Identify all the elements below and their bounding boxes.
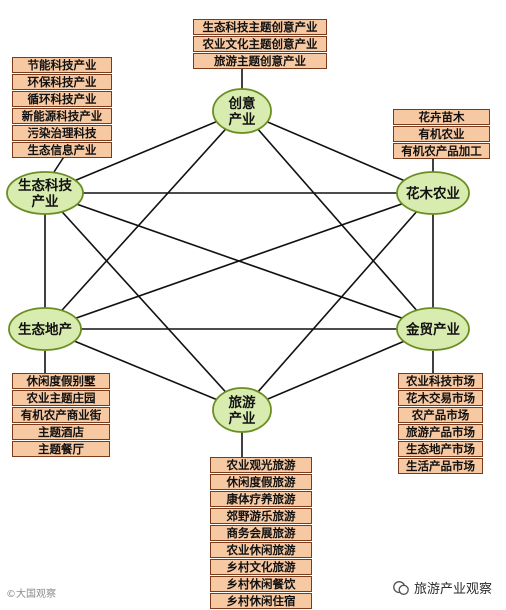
star-edge (241, 192, 434, 411)
list-item: 商务会展旅游 (210, 525, 312, 541)
industry-links (44, 110, 434, 411)
list-item: 郊野游乐旅游 (210, 508, 312, 524)
creative-industry-ellipse (212, 88, 272, 134)
hexagon-edge (44, 328, 243, 411)
list-item: 主题酒店 (12, 424, 110, 440)
list-item: 污染治理科技 (12, 125, 112, 141)
star-edge (44, 110, 243, 330)
flower-agriculture-node: 花木农业 (396, 171, 470, 215)
tourism-industry-label: 旅游产业 (229, 394, 256, 427)
eco-estate-list: 休闲度假别墅农业主题庄园有机农产商业街主题酒店主题餐厅 (12, 373, 110, 458)
watermark-right: 旅游产业观察 (392, 578, 492, 597)
list-item: 农产品市场 (398, 407, 483, 423)
watermark-right-label: 旅游产业观察 (414, 582, 493, 597)
hexagon-edge (241, 328, 434, 411)
list-item: 循环科技产业 (12, 91, 112, 107)
tourism-industry-ellipse (212, 387, 272, 433)
trade-industry-ellipse (396, 307, 470, 351)
star-edge (44, 192, 243, 411)
list-item: 农业休闲旅游 (210, 542, 312, 558)
list-item: 有机农产品加工 (393, 143, 490, 159)
list-item: 花木交易市场 (398, 390, 483, 406)
list-item: 节能科技产业 (12, 57, 112, 73)
list-item: 有机农业 (393, 126, 490, 142)
hexagon-edge (44, 110, 243, 194)
eco-estate-node: 生态地产 (8, 307, 82, 351)
list-item: 农业主题庄园 (12, 390, 110, 406)
list-item: 休闲度假别墅 (12, 373, 110, 389)
flower-agriculture-list: 花卉苗木有机农业有机农产品加工 (393, 109, 490, 160)
list-item: 环保科技产业 (12, 74, 112, 90)
list-item: 乡村休闲住宿 (210, 593, 312, 609)
list-item: 农业文化主题创意产业 (193, 36, 327, 52)
list-item: 生态地产市场 (398, 441, 483, 457)
eco-tech-industry-list: 节能科技产业环保科技产业循环科技产业新能源科技产业污染治理科技生态信息产业 (12, 57, 112, 159)
creative-industry-label: 创意产业 (228, 95, 256, 128)
creative-industry-node: 创意产业 (212, 88, 272, 134)
list-item: 农业观光旅游 (210, 457, 312, 473)
list-item: 旅游产品市场 (398, 424, 483, 440)
list-item: 农业科技市场 (398, 373, 483, 389)
flower-agriculture-label: 花木农业 (406, 185, 460, 202)
trade-industry-list: 农业科技市场花木交易市场农产品市场旅游产品市场生态地产市场生活产品市场 (398, 373, 483, 475)
eco-estate-label: 生态地产 (18, 321, 72, 338)
eco-tech-industry-label: 生态科技产业 (18, 177, 72, 210)
list-item: 花卉苗木 (393, 109, 490, 125)
star-edge (44, 192, 434, 330)
list-item: 乡村休闲餐饮 (210, 576, 312, 592)
list-item: 有机农产商业街 (12, 407, 110, 423)
list-item: 新能源科技产业 (12, 108, 112, 124)
trade-industry-node: 金贸产业 (396, 307, 470, 351)
tourism-industry-list: 农业观光旅游休闲度假旅游康体疗养旅游郊野游乐旅游商务会展旅游农业休闲旅游乡村文化… (210, 457, 312, 610)
list-item: 休闲度假旅游 (210, 474, 312, 490)
flower-agriculture-ellipse (396, 171, 470, 215)
creative-industry-list: 生态科技主题创意产业农业文化主题创意产业旅游主题创意产业 (193, 19, 327, 70)
eco-estate-ellipse (8, 307, 82, 351)
watermark-left: ©大国观察 (6, 589, 56, 600)
list-item: 生态信息产业 (12, 142, 112, 158)
eco-tech-industry-node: 生态科技产业 (6, 171, 84, 215)
list-item: 乡村文化旅游 (210, 559, 312, 575)
star-edge (241, 110, 434, 330)
list-item: 生活产品市场 (398, 458, 483, 474)
list-item: 生态科技主题创意产业 (193, 19, 327, 35)
wechat-icon (393, 580, 409, 595)
trade-industry-label: 金贸产业 (405, 321, 460, 338)
hexagon-edge (241, 110, 434, 194)
tourism-industry-node: 旅游产业 (212, 387, 272, 433)
list-item: 旅游主题创意产业 (193, 53, 327, 69)
eco-tech-industry-ellipse (6, 171, 84, 215)
list-item: 康体疗养旅游 (210, 491, 312, 507)
list-item: 主题餐厅 (12, 441, 110, 457)
